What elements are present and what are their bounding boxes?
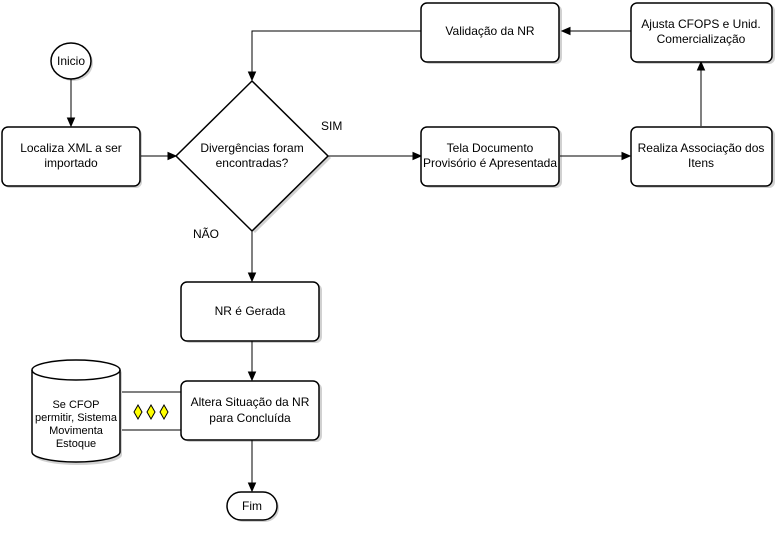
node-nr-gerada[interactable]: NR é Gerada bbox=[180, 281, 320, 342]
node-divergencias-line1: Divergências foram bbox=[200, 141, 303, 155]
edge-label-nao: NÃO bbox=[193, 227, 219, 241]
node-fim-label: Fim bbox=[242, 499, 262, 513]
diamond-marker-icon bbox=[146, 403, 156, 421]
edges bbox=[66, 26, 706, 493]
diamond-marker-icon bbox=[133, 403, 143, 421]
node-fim[interactable]: Fim bbox=[226, 491, 278, 521]
node-ajusta-cfops-line1: Ajusta CFOPS e Unid. bbox=[641, 17, 760, 31]
node-tela-documento-line2: Provisório é Apresentada bbox=[423, 156, 557, 170]
node-altera-situacao[interactable]: Altera Situação da NR para Concluída bbox=[180, 380, 320, 441]
diamond-markers bbox=[133, 403, 169, 421]
node-nr-gerada-label: NR é Gerada bbox=[215, 304, 286, 318]
node-estoque-line3: Movimenta bbox=[49, 425, 104, 437]
node-localiza-xml-line1: Localiza XML a ser bbox=[20, 141, 122, 155]
node-tela-documento-line1: Tela Documento bbox=[447, 141, 534, 155]
node-ajusta-cfops-line2: Comercialização bbox=[657, 32, 746, 46]
node-validacao-nr-label: Validação da NR bbox=[445, 24, 534, 38]
node-altera-situacao-line2: para Concluída bbox=[209, 411, 291, 425]
node-localiza-xml[interactable]: Localiza XML a ser importado bbox=[1, 126, 141, 187]
node-divergencias-line2: encontradas? bbox=[216, 156, 289, 170]
node-ajusta-cfops[interactable]: Ajusta CFOPS e Unid. Comercialização bbox=[630, 2, 773, 63]
node-inicio-label: Inicio bbox=[57, 54, 85, 68]
node-inicio[interactable]: Inicio bbox=[50, 42, 92, 80]
edge-label-sim: SIM bbox=[321, 119, 342, 133]
edge-validacao-divergencias bbox=[251, 30, 421, 73]
node-altera-situacao-line1: Altera Situação da NR bbox=[191, 395, 310, 409]
node-estoque-line4: Estoque bbox=[56, 438, 96, 450]
node-estoque-line1: Se CFOP bbox=[52, 399, 99, 411]
diamond-marker-icon bbox=[159, 403, 169, 421]
node-estoque-database[interactable]: Se CFOP permitir, Sistema Movimenta Esto… bbox=[31, 359, 121, 463]
node-localiza-xml-line2: importado bbox=[44, 156, 98, 170]
node-realiza-associacao[interactable]: Realiza Associação dos Itens bbox=[630, 126, 773, 187]
node-realiza-associacao-line2: Itens bbox=[688, 156, 714, 170]
node-tela-documento[interactable]: Tela Documento Provisório é Apresentada bbox=[420, 126, 560, 187]
node-validacao-nr[interactable]: Validação da NR bbox=[420, 2, 560, 63]
node-realiza-associacao-line1: Realiza Associação dos bbox=[638, 141, 765, 155]
node-estoque-line2: permitir, Sistema bbox=[35, 412, 118, 424]
node-divergencias-decision[interactable]: Divergências foram encontradas? bbox=[174, 79, 330, 233]
